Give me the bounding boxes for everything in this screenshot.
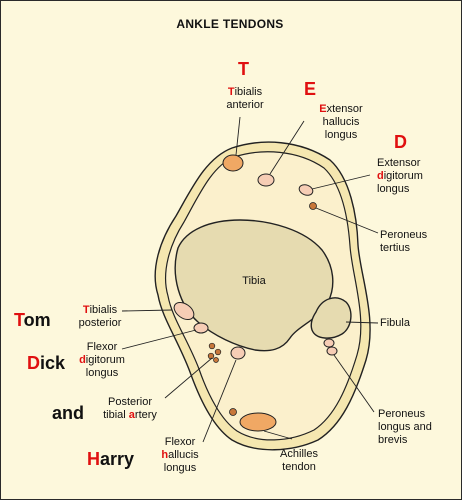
label-tibialis-posterior: Tibialis posterior (78, 304, 122, 329)
label-extensor-hallucis-longus: Extensor hallucis longus (319, 103, 363, 141)
mnemonic-dick-rest: ick (40, 353, 66, 373)
mnemonic-tom-initial: T (14, 310, 24, 330)
posterior-tibial-vessels (207, 342, 222, 363)
label-tibialis-anterior: Tibialis anterior (226, 86, 264, 111)
label-tibia: Tibia (242, 275, 266, 287)
mnemonic-letter-t: T (238, 59, 249, 79)
small-vessel-posterior (229, 408, 237, 416)
label-posterior-tibial-artery: Posterior tibial artery (103, 396, 157, 421)
flexor-hallucis-longus-tendon (230, 346, 246, 360)
tibia-bone (174, 219, 334, 352)
label-flexor-digitorum-longus: Flexor digitorum longus (79, 341, 125, 379)
flexor-digitorum-longus-tendon (193, 322, 209, 334)
label-extensor-digitorum-longus: Extensor digitorum longus (377, 157, 423, 195)
tibialis-posterior-tendon (173, 301, 195, 321)
mnemonic-harry-rest: arry (100, 449, 135, 469)
extensor-hallucis-longus-tendon (257, 173, 275, 187)
label-achilles-tendon: Achilles tendon (280, 448, 318, 473)
mnemonic-harry-initial: H (87, 449, 100, 469)
diagram-title: ANKLE TENDONS (176, 17, 284, 31)
fibula-bone (310, 297, 352, 339)
mnemonic-word-dick: Dick (27, 354, 65, 372)
mnemonic-letter-e: E (304, 79, 317, 99)
achilles-tendon (239, 412, 277, 432)
mnemonic-tom-rest: om (23, 310, 51, 330)
mnemonic-word-and: and (52, 403, 85, 423)
leader-lines (121, 116, 379, 443)
peroneus-tertius-tendon (309, 202, 317, 210)
mnemonic-letter-d: D (394, 132, 407, 152)
extensor-digitorum-longus-tendon (298, 184, 314, 196)
mnemonic-dick-initial: D (27, 353, 40, 373)
mnemonic-word-tom: Tom (14, 311, 51, 329)
label-flexor-hallucis-longus: Flexor hallucis longus (161, 436, 199, 474)
label-peroneus-longus-brevis: Peroneus longus and brevis (378, 408, 432, 446)
label-fibula: Fibula (380, 317, 410, 329)
peroneus-longus-brevis-tendons (323, 338, 338, 356)
mnemonic-word-harry: Harry (87, 450, 134, 468)
label-peroneus-tertius: Peroneus tertius (380, 229, 428, 254)
tibialis-anterior-tendon (222, 154, 244, 172)
